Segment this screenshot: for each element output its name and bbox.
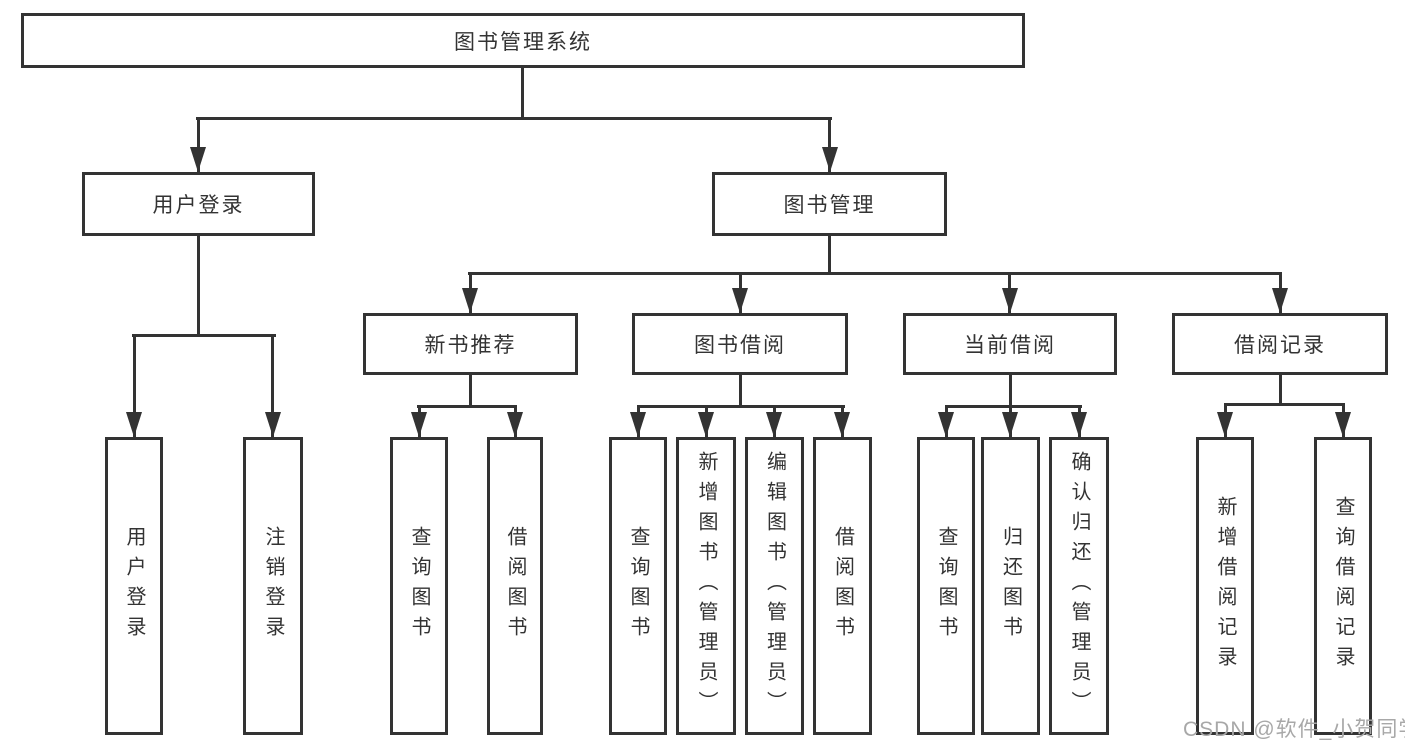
arrowhead-down bbox=[1071, 412, 1087, 437]
connector-line bbox=[1224, 403, 1345, 406]
leaf-label: 借阅图书 bbox=[504, 526, 526, 646]
node-book-management: 图书管理 bbox=[712, 172, 947, 236]
node-label: 借阅记录 bbox=[1234, 334, 1326, 357]
arrowhead-down bbox=[732, 288, 748, 313]
leaf-label: 查询借阅记录 bbox=[1332, 496, 1354, 676]
node-borrowing-records: 借阅记录 bbox=[1172, 313, 1388, 375]
arrowhead-down bbox=[462, 288, 478, 313]
node-label: 图书借阅 bbox=[694, 334, 786, 357]
node-current-borrowing: 当前借阅 bbox=[903, 313, 1117, 375]
leaf-label: 归还图书 bbox=[999, 526, 1022, 646]
arrowhead-down bbox=[1002, 288, 1018, 313]
connector-line bbox=[521, 68, 524, 118]
leaf-label: 新增图书（管理员） bbox=[695, 451, 717, 721]
leaf-label: 注销登录 bbox=[262, 526, 284, 646]
leaf-label: 查询图书 bbox=[627, 526, 649, 646]
arrowhead-down bbox=[698, 412, 714, 437]
leaf-label: 确认归还（管理员） bbox=[1068, 451, 1090, 721]
connector-line bbox=[637, 405, 845, 408]
leaf-label: 查询图书 bbox=[935, 526, 957, 646]
connector-line bbox=[133, 335, 136, 437]
leaf-query-borrow-record: 查询借阅记录 bbox=[1314, 437, 1372, 735]
connector-line bbox=[828, 236, 831, 273]
connector-line bbox=[468, 272, 1282, 275]
leaf-label: 用户登录 bbox=[123, 526, 145, 646]
leaf-query-books-recommend: 查询图书 bbox=[390, 437, 448, 735]
leaf-edit-books-admin: 编辑图书（管理员） bbox=[745, 437, 804, 735]
node-label: 当前借阅 bbox=[964, 334, 1056, 357]
arrowhead-down bbox=[766, 412, 782, 437]
arrowhead-down bbox=[630, 412, 646, 437]
leaf-borrow-books-recommend: 借阅图书 bbox=[487, 437, 543, 735]
node-root: 图书管理系统 bbox=[21, 13, 1025, 68]
leaf-query-books-current: 查询图书 bbox=[917, 437, 975, 735]
connector-line bbox=[417, 405, 517, 408]
leaf-add-books-admin: 新增图书（管理员） bbox=[676, 437, 736, 735]
leaf-user-login: 用户登录 bbox=[105, 437, 163, 735]
leaf-label: 借阅图书 bbox=[831, 526, 854, 646]
node-label: 图书管理系统 bbox=[454, 30, 592, 54]
leaf-add-borrow-record: 新增借阅记录 bbox=[1196, 437, 1254, 735]
arrowhead-down bbox=[126, 412, 142, 437]
connector-line bbox=[739, 375, 742, 407]
connector-line bbox=[271, 335, 274, 437]
arrowhead-down bbox=[265, 412, 281, 437]
connector-line bbox=[197, 236, 200, 335]
arrowhead-down bbox=[938, 412, 954, 437]
connector-line bbox=[132, 334, 276, 337]
arrowhead-down bbox=[822, 147, 838, 172]
arrowhead-down bbox=[1335, 412, 1351, 437]
arrowhead-down bbox=[1002, 412, 1018, 437]
node-new-book-recommendation: 新书推荐 bbox=[363, 313, 578, 375]
connector-line bbox=[1009, 375, 1012, 407]
arrowhead-down bbox=[190, 147, 206, 172]
node-user-login: 用户登录 bbox=[82, 172, 315, 236]
leaf-query-books-borrow: 查询图书 bbox=[609, 437, 667, 735]
arrowhead-down bbox=[1217, 412, 1233, 437]
leaf-label: 新增借阅记录 bbox=[1214, 496, 1236, 676]
connector-line bbox=[196, 117, 832, 120]
csdn-watermark: CSDN @软件_小贺同学 bbox=[1183, 718, 1405, 741]
node-label: 新书推荐 bbox=[424, 334, 517, 357]
connector-line bbox=[828, 118, 831, 172]
arrowhead-down bbox=[411, 412, 427, 437]
leaf-label: 编辑图书（管理员） bbox=[763, 451, 786, 721]
node-book-borrowing: 图书借阅 bbox=[632, 313, 848, 375]
leaf-logout: 注销登录 bbox=[243, 437, 303, 735]
arrowhead-down bbox=[1272, 288, 1288, 313]
leaf-borrow-books: 借阅图书 bbox=[813, 437, 872, 735]
leaf-label: 查询图书 bbox=[408, 526, 430, 646]
arrowhead-down bbox=[834, 412, 850, 437]
connector-line bbox=[197, 118, 200, 172]
connector-line bbox=[469, 375, 472, 407]
connector-line bbox=[945, 405, 1082, 408]
connector-line bbox=[1279, 375, 1282, 405]
leaf-confirm-return-admin: 确认归还（管理员） bbox=[1049, 437, 1109, 735]
arrowhead-down bbox=[507, 412, 523, 437]
leaf-return-books: 归还图书 bbox=[981, 437, 1040, 735]
node-label: 用户登录 bbox=[152, 194, 245, 217]
node-label: 图书管理 bbox=[783, 194, 876, 217]
